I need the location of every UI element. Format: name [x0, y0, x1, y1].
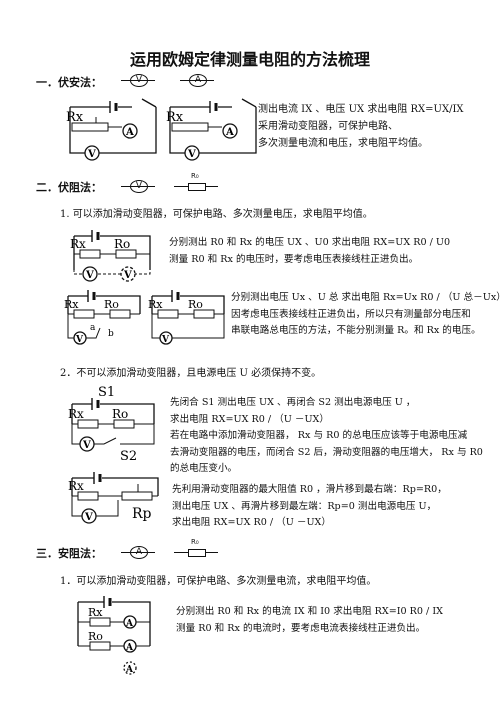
- ammeter-symbol: A: [130, 546, 148, 559]
- paragraph-3: 分别测出电压 Ux 、U 总 求出电阻 Rx=Ux R0 / （U 总－Ux） …: [231, 290, 500, 340]
- text-line: 先利用滑动变阻器的最大阻值 R0 ，滑片移到最右端：Rp=R0，: [172, 484, 447, 495]
- page-title: 运用欧姆定律测量电阻的方法梳理: [129, 50, 370, 69]
- text-line: 因考虑电压表接线柱正进负出，所以只有测量部分电压和: [231, 308, 471, 320]
- rx-label: Rx: [66, 110, 84, 125]
- text-line: 串联电路总电压的方法，不能分别测量 R。和 Rx 的电压。: [231, 325, 481, 336]
- rx-label: Rx: [64, 298, 79, 311]
- rx-label: Rx: [68, 479, 84, 493]
- point-b-label: b: [108, 329, 114, 339]
- section-2-item-2: 2．不可以添加滑动变阻器，且电源电压 U 必须保持不变。: [60, 368, 322, 379]
- voltmeter-label: V: [161, 335, 170, 345]
- ro-label: Ro: [114, 237, 130, 251]
- voltmeter-symbol: V: [130, 74, 148, 87]
- circuit-diagram-3b: V Rx Ro: [148, 290, 225, 345]
- r0-symbol-label: R₀: [191, 538, 199, 546]
- voltmeter-symbol: V: [130, 180, 148, 193]
- ammeter-label: A: [125, 665, 134, 675]
- resistor-symbol: [188, 549, 206, 557]
- voltmeter-label: V: [82, 440, 91, 451]
- rx-label: Rx: [148, 298, 163, 311]
- rx-label: Rx: [68, 407, 84, 421]
- circuit-diagram-2a: V V Rx Ro: [70, 230, 151, 282]
- ammeter-label: A: [125, 127, 134, 138]
- ammeter-label: A: [225, 127, 234, 138]
- point-a-label: a: [90, 323, 96, 333]
- text-line: 若在电路中添加滑动变阻器， Rx 与 R0 的总电压应该等于电源电压减: [170, 430, 468, 441]
- ro-label: Ro: [188, 298, 203, 311]
- circuit-diagram-1b: A V Rx: [166, 98, 257, 161]
- ro-label: Ro: [112, 407, 128, 421]
- text-line: 去滑动变阻器的电压，而闭合 S2 后，滑动变阻器的电压增大， Rx 与 R0: [170, 446, 483, 458]
- section-3-label: 三．安阻法：: [36, 547, 102, 560]
- ro-label: Ro: [88, 630, 103, 643]
- ammeter-label: A: [125, 643, 134, 653]
- text-line: 求出电阻 RX=UX R0 / （U －UX）: [170, 413, 329, 425]
- rp-label: Rp: [132, 506, 152, 522]
- resistor-symbol: [188, 183, 206, 191]
- text-line: 多次测量电流和电压，求电阻平均值。: [258, 138, 428, 149]
- text-line: 测出电流 IX 、电压 UX 求出电阻 RX=UX/IX: [258, 104, 464, 115]
- paragraph-6: 分别测出 R0 和 Rx 的电流 IX 和 I0 求出电阻 RX=I0 R0 /…: [176, 604, 443, 637]
- text-line: 测量 R0 和 Rx 的电压时，要考虑电压表接线柱正进负出。: [169, 253, 419, 265]
- voltmeter-label: V: [85, 270, 94, 281]
- paragraph-1: 测出电流 IX 、电压 UX 求出电阻 RX=UX/IX 采用滑动变阻器，可保护…: [258, 101, 464, 152]
- circuit-diagram-6: A A A Rx Ro: [77, 596, 151, 675]
- s2-label: S2: [120, 449, 137, 464]
- r0-symbol-label: R₀: [191, 172, 199, 180]
- circuit-diagram-4: V S1 S2 Rx Ro: [68, 385, 155, 464]
- text-line: 分别测出电压 Ux 、U 总 求出电阻 Rx=Ux R0 / （U 总－Ux）: [231, 292, 500, 303]
- voltmeter-label: V: [75, 335, 84, 345]
- ammeter-label: A: [125, 619, 134, 629]
- text-line: 先闭合 S1 测出电压 UX 、再闭合 S2 测出电源电压 U ，: [170, 397, 416, 408]
- ro-label: Ro: [104, 298, 119, 311]
- voltmeter-label: V: [187, 149, 196, 160]
- paragraph-4: 先闭合 S1 测出电压 UX 、再闭合 S2 测出电源电压 U ， 求出电阻 R…: [170, 395, 483, 478]
- voltmeter-label: V: [84, 512, 93, 523]
- text-line: 求出电阻 RX=UX R0 / （U －UX）: [172, 517, 331, 528]
- voltmeter-label: V: [123, 270, 132, 281]
- circuit-diagram-3a: V a b Rx Ro: [64, 290, 141, 345]
- paragraph-5: 先利用滑动变阻器的最大阻值 R0 ，滑片移到最右端：Rp=R0， 测出电压 UX…: [172, 482, 447, 532]
- text-line: 测量 R0 和 Rx 的电流时，要考虑电流表接线柱正进负出。: [176, 622, 426, 634]
- voltmeter-label: V: [87, 149, 96, 160]
- section-1-label: 一．伏安法：: [36, 76, 102, 89]
- circuit-diagram-1a: A V Rx: [66, 98, 157, 161]
- text-line: 分别测出 R0 和 Rx 的电压 UX 、U0 求出电阻 RX=UX R0 / …: [169, 237, 451, 248]
- section-3-item-1: 1．可以添加滑动变阻器，可保护电路、多次测量电流，求电阻平均值。: [60, 576, 377, 587]
- ammeter-symbol: A: [189, 74, 207, 87]
- rx-label: Rx: [70, 237, 86, 251]
- circuit-diagram-5: V Rx Rp: [68, 472, 159, 524]
- text-line: 采用滑动变阻器，可保护电路、: [258, 121, 398, 132]
- text-line: 的总电压变小。: [170, 463, 238, 474]
- text-line: 分别测出 R0 和 Rx 的电流 IX 和 I0 求出电阻 RX=I0 R0 /…: [176, 606, 443, 617]
- section-2-item-1: 1. 可以添加滑动变阻器，可保护电路、多次测量电压，求电阻平均值。: [60, 209, 373, 220]
- s1-label: S1: [98, 385, 115, 400]
- rx-label: Rx: [166, 110, 184, 125]
- section-2-label: 二．伏阻法：: [36, 181, 102, 194]
- paragraph-2: 分别测出 R0 和 Rx 的电压 UX 、U0 求出电阻 RX=UX R0 / …: [169, 235, 450, 268]
- text-line: 测出电压 UX 、再滑片移到最左端：Rp=0 测出电源电压 U，: [172, 500, 437, 512]
- rx-label: Rx: [88, 606, 103, 619]
